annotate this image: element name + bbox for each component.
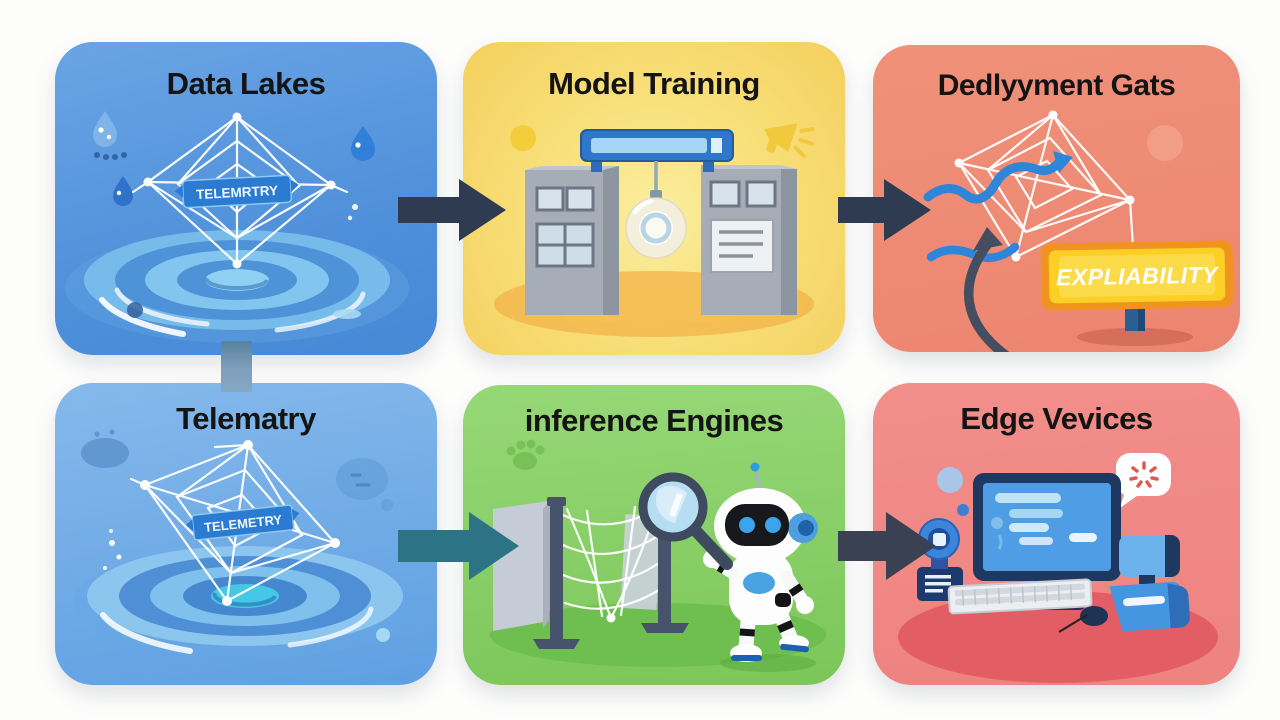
mouse-icon <box>1058 606 1108 633</box>
sign-label: EXPLIABILITY <box>1056 262 1220 291</box>
speech-bubble-icon <box>1116 453 1171 508</box>
telemetry-banner: TELEMETRY <box>185 504 300 541</box>
yellow-dot-icon <box>510 125 536 151</box>
panel-connector <box>221 341 252 392</box>
network-web-icon <box>954 110 1135 262</box>
water-ripple-icon <box>73 546 417 659</box>
pendulum-ring-icon <box>625 161 687 259</box>
server-tower-right-icon <box>701 165 797 315</box>
inference-engines-illustration <box>490 439 826 672</box>
edge-terminal-icon <box>1109 535 1190 632</box>
keyboard-icon <box>947 578 1093 615</box>
panel-model-training: Model Training <box>463 42 845 355</box>
bubble-dots-icon <box>937 467 969 516</box>
server-tower-left-icon <box>525 166 619 315</box>
sign-expliability: EXPLIABILITY <box>1040 240 1234 346</box>
monitor-icon <box>973 473 1121 610</box>
telemetry-banner: TELEMRTRY <box>174 174 299 209</box>
panel-edge-devices: Edge Vevices <box>873 383 1240 685</box>
paw-print-icon <box>506 439 545 470</box>
panel-data-lakes: Data Lakes <box>55 42 437 355</box>
droplet-icon <box>93 111 375 221</box>
data-lake-illustration: TELEMRTRY <box>65 111 409 343</box>
panel-deployment-gates: Dedlyyment Gats <box>873 45 1240 352</box>
bubble-blob-icon <box>81 429 393 570</box>
model-training-illustration <box>494 123 815 337</box>
deployment-gates-illustration: EXPLIABILITY <box>923 110 1234 352</box>
curved-arrow-icon <box>964 227 1010 352</box>
faint-dot-icon <box>1147 125 1183 161</box>
gantry-bar-icon <box>580 129 734 172</box>
megaphone-icon <box>764 123 815 158</box>
magnifier-icon <box>638 472 733 570</box>
network-web-icon <box>131 112 349 269</box>
panel-telemetry: Telematry <box>55 383 437 685</box>
net-fence-icon <box>493 481 689 649</box>
banner-label: TELEMRTRY <box>196 183 279 202</box>
robot-icon <box>703 462 818 672</box>
panel-inference-engines: inference Engines <box>463 385 845 685</box>
telemetry-illustration: TELEMETRY <box>73 429 417 659</box>
edge-devices-illustration <box>898 453 1218 683</box>
water-ripple-icon <box>65 230 409 343</box>
